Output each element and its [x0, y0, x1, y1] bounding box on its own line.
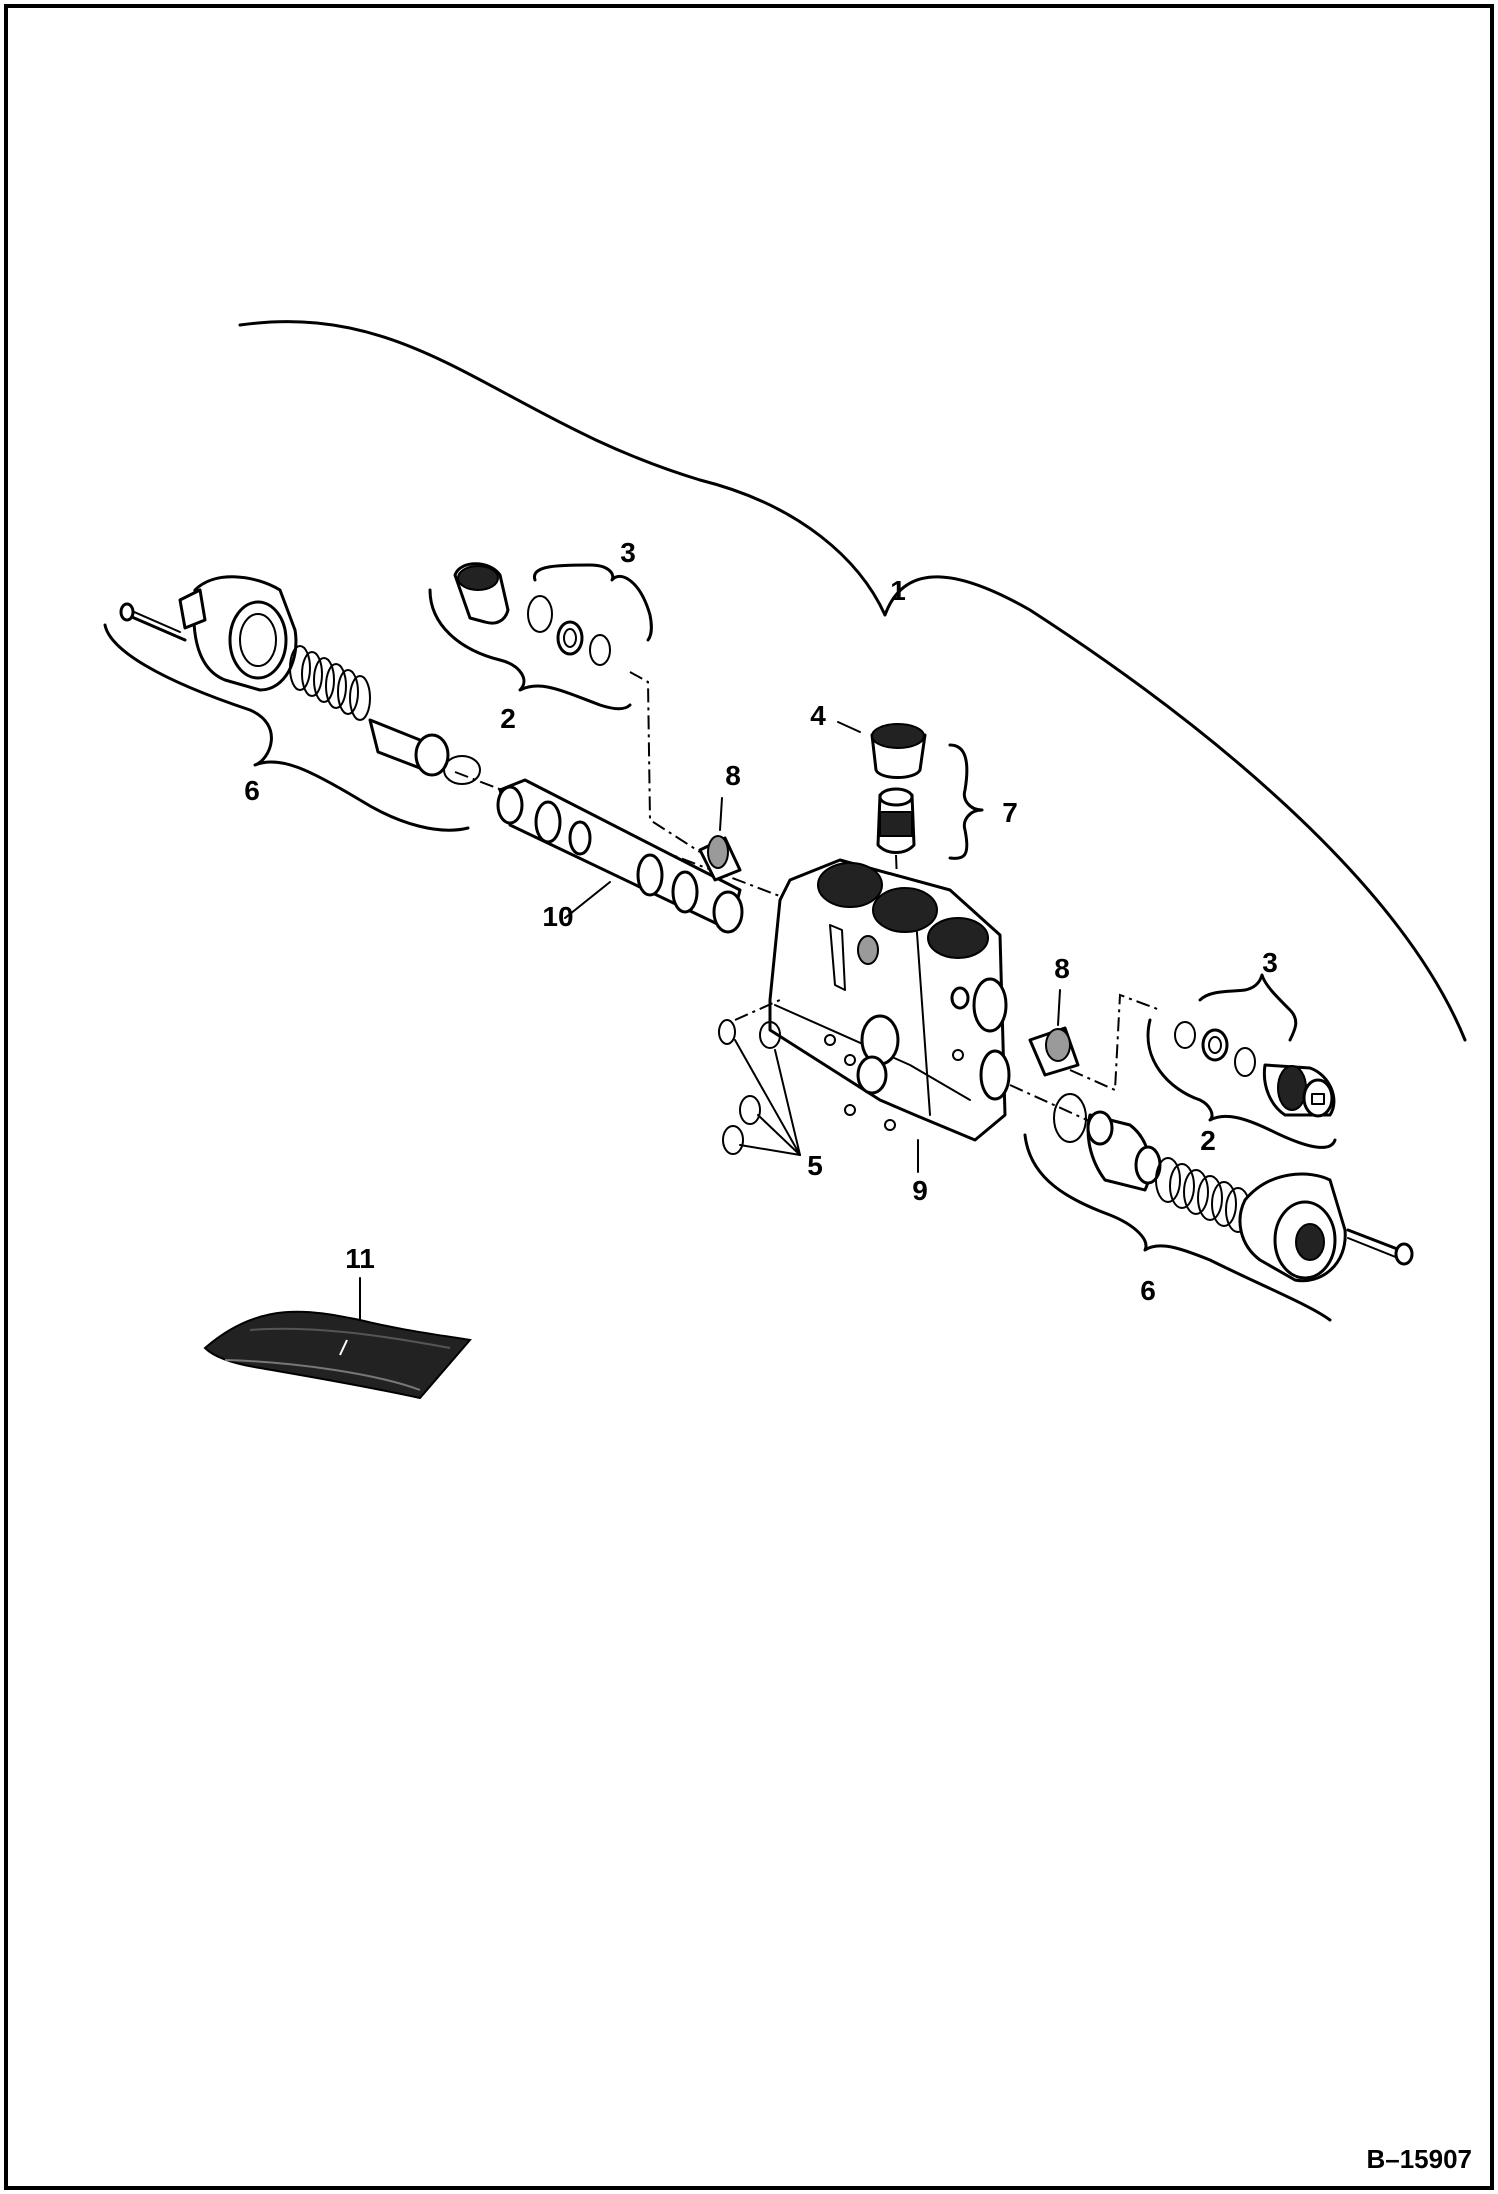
leader-item-10 — [564, 881, 611, 919]
right-spring — [1155, 1157, 1251, 1233]
left-check-valve — [698, 835, 742, 882]
valve-body — [768, 858, 1011, 1142]
callout-5: 5 — [807, 1150, 823, 1181]
brace-item-3-left — [533, 563, 653, 642]
leader-item-8-right — [1057, 989, 1061, 1026]
left-end-cap-assembly — [119, 575, 481, 785]
callout-6-right: 6 — [1140, 1275, 1156, 1306]
callout-3-right: 3 — [1262, 947, 1278, 978]
callout-10: 10 — [542, 901, 573, 932]
callout-7: 7 — [1002, 797, 1018, 828]
leader-item-8-left — [719, 797, 723, 831]
o-rings — [718, 999, 801, 1156]
load-check-plug-assembly — [870, 723, 927, 881]
dash-guide-left-plug — [629, 671, 701, 853]
brace-item-2-right — [1146, 1018, 1337, 1149]
spool — [496, 778, 744, 934]
callout-1: 1 — [890, 575, 906, 606]
callout-4: 4 — [810, 700, 826, 731]
seal-kit-packet — [203, 1310, 472, 1400]
callout-6-left: 6 — [244, 775, 260, 806]
brace-item-3-right — [1198, 973, 1298, 1042]
dash-guide-right-plug — [1069, 993, 1161, 1092]
brace-item-2-left — [428, 588, 632, 711]
callout-3-left: 3 — [620, 537, 636, 568]
callout-11: 11 — [345, 1243, 375, 1274]
drawing-number: B–15907 — [1366, 2144, 1472, 2174]
callout-2-right: 2 — [1200, 1125, 1216, 1156]
callout-8-left: 8 — [725, 760, 741, 791]
brace-item-7 — [948, 743, 984, 860]
left-spring — [289, 645, 371, 721]
brace-item-1 — [238, 320, 1467, 1042]
page-border — [4, 4, 1494, 2190]
right-plug-and-seals — [1174, 1021, 1336, 1118]
left-plug-and-seals — [453, 562, 611, 666]
right-end-cap-assembly — [1053, 1093, 1414, 1283]
leader-item-4 — [837, 721, 861, 733]
callout-9: 9 — [912, 1175, 928, 1206]
brace-item-6-left — [103, 623, 470, 832]
right-check-valve — [1028, 1026, 1080, 1077]
callout-2-left: 2 — [500, 703, 516, 734]
brace-item-6-right — [1023, 1133, 1332, 1322]
callout-8-right: 8 — [1054, 953, 1070, 984]
